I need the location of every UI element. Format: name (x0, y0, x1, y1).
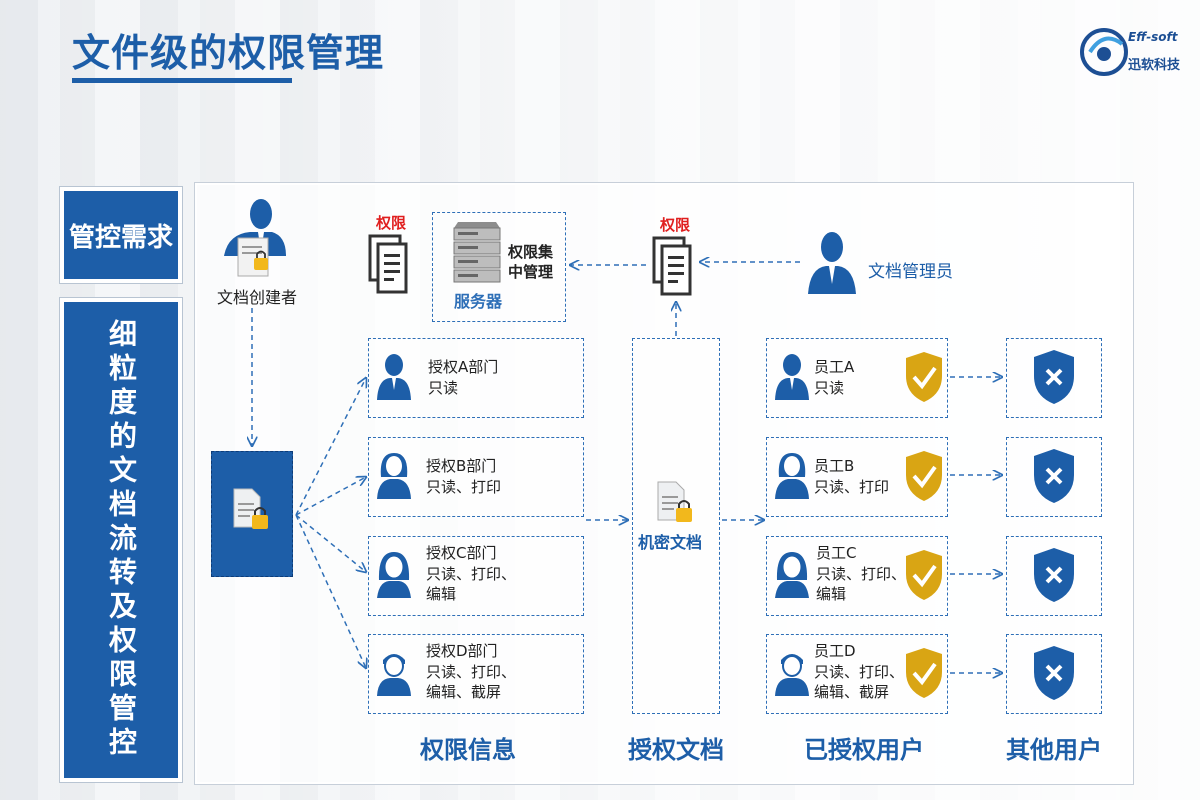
locked-document-icon (233, 488, 268, 529)
department-box (368, 338, 584, 418)
permission-tag-left: 权限 (376, 214, 407, 232)
check-shield-icon (906, 550, 942, 600)
female-user-icon (377, 552, 411, 598)
female-user-icon (775, 453, 809, 499)
document-creator-icon (224, 199, 286, 277)
server-label: 服务器 (454, 292, 503, 311)
department-name: 授权A部门 (428, 358, 499, 376)
employee-permission: 只读 (814, 379, 845, 397)
department-name: 授权D部门 (426, 642, 498, 660)
department-box (368, 634, 584, 714)
column-label-permission-info: 权限信息 (420, 736, 516, 764)
denied-shield-icon (1034, 449, 1074, 503)
requirement-label: 管控需求 (60, 187, 182, 283)
department-permission: 只读、打印、编辑、截屏 (426, 663, 517, 701)
denied-shield-icon (1034, 350, 1074, 404)
male-user-icon (377, 654, 411, 696)
server-icon (453, 222, 501, 283)
column-label-authorized-doc: 授权文档 (628, 736, 724, 764)
check-shield-icon (906, 451, 942, 501)
requirement-description: 细粒度的文档流转及权限管控 (60, 298, 182, 782)
permission-tag-right: 权限 (660, 216, 691, 234)
department-name: 授权C部门 (426, 544, 497, 562)
department-permission: 只读、打印、编辑 (426, 565, 517, 603)
title-underline (72, 78, 292, 83)
page-title: 文件级的权限管理 (72, 31, 385, 75)
authorized-document-box (632, 338, 720, 714)
permission-document-icon (368, 234, 408, 294)
male-user-icon (775, 654, 809, 696)
check-shield-icon (906, 648, 942, 698)
permission-document-icon (652, 236, 692, 296)
locked-document-icon (657, 481, 692, 522)
denied-shield-icon (1034, 548, 1074, 602)
logo-en-text: Eff-soft (1128, 30, 1178, 44)
employee-name: 员工D (814, 642, 856, 660)
female-user-icon (377, 453, 411, 499)
column-label-authorized-users: 已授权用户 (804, 736, 924, 764)
creator-label: 文档创建者 (217, 288, 298, 307)
confidential-doc-label: 机密文档 (638, 533, 703, 552)
department-permission: 只读 (428, 379, 459, 397)
female-user-icon (775, 552, 809, 598)
department-permission: 只读、打印 (426, 478, 502, 496)
employee-permission: 只读、打印、编辑 (816, 565, 907, 603)
employee-name: 员工C (816, 544, 857, 562)
employee-name: 员工B (814, 457, 855, 475)
check-shield-icon (906, 352, 942, 402)
document-admin-icon (808, 232, 856, 294)
denied-shield-icon (1034, 646, 1074, 700)
company-logo-icon (1080, 28, 1128, 76)
column-label-other-users: 其他用户 (1006, 736, 1102, 764)
admin-label: 文档管理员 (868, 262, 953, 282)
employee-permission: 只读、打印、编辑、截屏 (814, 663, 905, 701)
employee-permission: 只读、打印 (814, 478, 890, 496)
employee-name: 员工A (814, 358, 855, 376)
logo-cn-text: 迅软科技 (1128, 58, 1181, 73)
male-user-icon (775, 354, 809, 400)
male-user-icon (377, 354, 411, 400)
department-name: 授权B部门 (426, 457, 497, 475)
server-text: 权限集中管理 (508, 243, 554, 281)
